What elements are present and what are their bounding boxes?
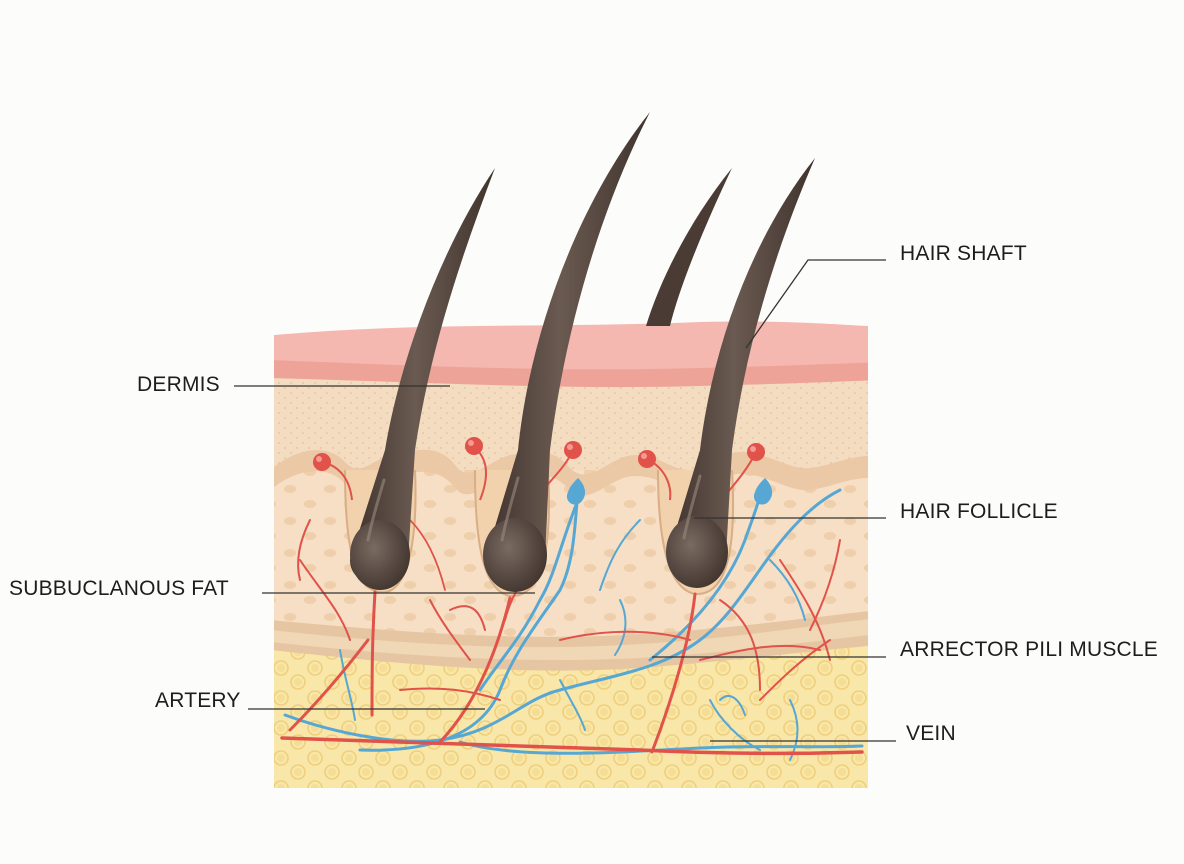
glands: [313, 437, 765, 471]
sweat-glands: [566, 478, 773, 505]
label-arrector-pili-muscle: ARRECTOR PILI MUSCLE: [900, 638, 1158, 661]
label-hair-shaft: HAIR SHAFT: [900, 242, 1027, 265]
hairs: [350, 112, 815, 592]
label-subcutaneous-fat: SUBBUCLANOUS FAT: [9, 577, 229, 600]
leader-hair-shaft: [745, 259, 886, 349]
leader-lines: [234, 259, 896, 742]
label-artery: ARTERY: [155, 689, 241, 712]
label-dermis: DERMIS: [137, 373, 220, 396]
label-vein: VEIN: [906, 722, 956, 745]
hair-shaft-background: [646, 168, 732, 326]
label-hair-follicle: HAIR FOLLICLE: [900, 500, 1058, 523]
